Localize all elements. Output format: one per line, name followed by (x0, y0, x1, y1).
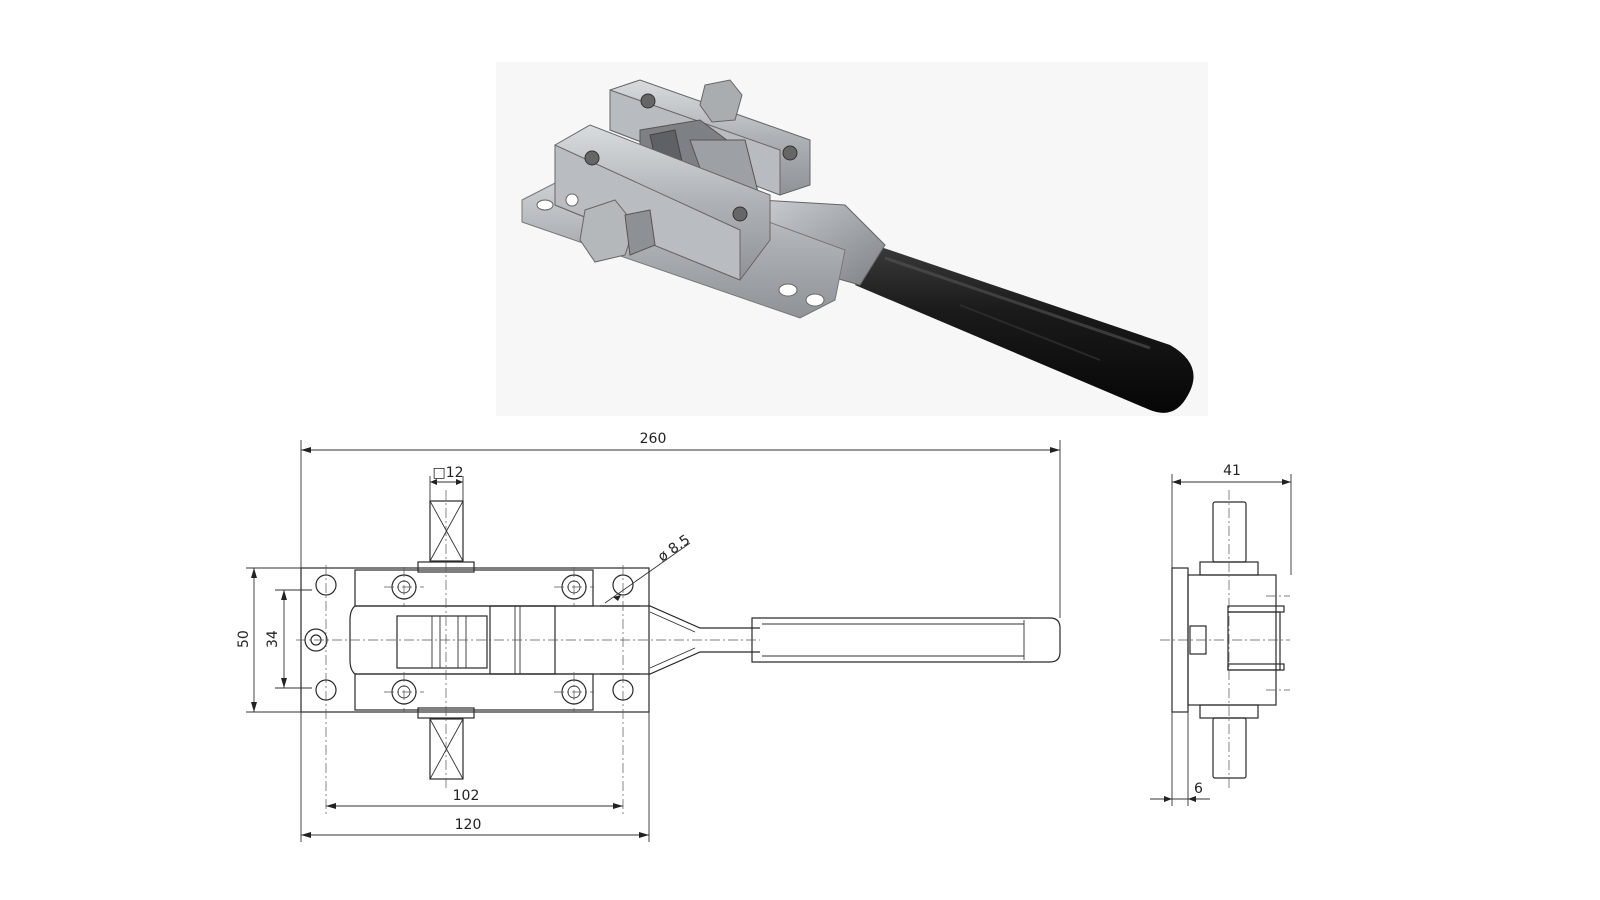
dim-height-outer-label: 50 (236, 630, 252, 648)
dim-height-inner-label: 34 (265, 630, 281, 648)
dim-base-length-label: 120 (455, 817, 482, 833)
dim-height-outer: 50 (236, 567, 301, 713)
dim-side-width-label: 41 (1223, 463, 1241, 479)
upper-bolt (429, 500, 464, 562)
dim-hole-spacing-label: 102 (453, 788, 480, 804)
side-linkage (1227, 611, 1281, 671)
upper-block-outline (354, 569, 594, 607)
dim-hole-spacing: 102 (326, 788, 623, 809)
rear-bolt (699, 79, 743, 123)
lower-bolt (429, 718, 464, 780)
dim-base-length: 120 (300, 712, 650, 842)
dim-overall-length: 260 (300, 431, 1061, 618)
side-upper-bolt (1212, 501, 1247, 563)
handle-outline (751, 617, 1061, 663)
dim-square-bolt-label: □12 (432, 465, 463, 481)
handle-grip (855, 245, 1194, 413)
dim-overall-length-label: 260 (640, 431, 667, 447)
lever-outline (600, 605, 760, 675)
mounting-holes (304, 574, 634, 705)
side-view-drawing: 41 6 (1150, 463, 1292, 806)
dim-base-thickness: 6 (1150, 712, 1210, 806)
dim-height-inner: 34 (265, 589, 312, 689)
center-lines (296, 490, 760, 815)
dim-base-thickness-label: 6 (1194, 781, 1203, 797)
dim-side-width: 41 (1171, 463, 1292, 575)
product-photo (496, 62, 1208, 416)
front-bolt (579, 199, 656, 263)
dim-hole-diameter-label: ø 8.5 (655, 532, 693, 565)
dim-square-bolt: □12 (429, 465, 464, 501)
front-view-drawing: 260 □12 ø 8.5 50 3 (236, 431, 1061, 842)
side-lower-bolt (1212, 717, 1247, 779)
